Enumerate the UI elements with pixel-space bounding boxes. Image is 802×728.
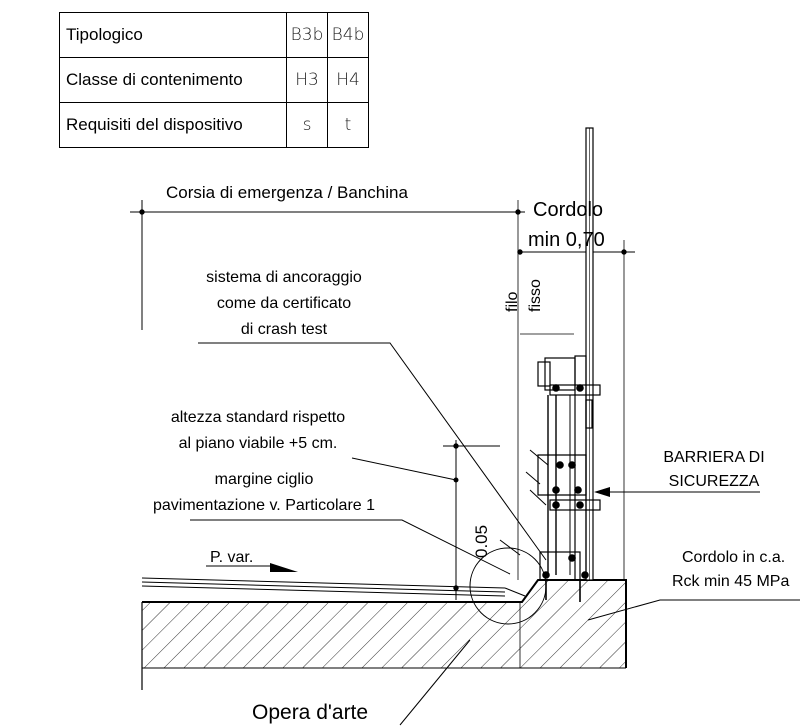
filo-label: filo xyxy=(504,291,521,312)
ancoraggio-line1: sistema di ancoraggio xyxy=(206,269,362,286)
altezza-line1: altezza standard rispetto xyxy=(171,409,345,426)
cordolo-title: Cordolo xyxy=(533,199,603,221)
ancoraggio-line2: come da certificato xyxy=(217,295,351,312)
cordolo-ca-line1: Cordolo in c.a. xyxy=(682,549,785,566)
cordolo-ca-line2: Rck min 45 MPa xyxy=(672,573,789,590)
dimension-lines xyxy=(130,200,635,600)
dimension-005: 0.05 xyxy=(472,525,491,558)
leader-lines xyxy=(190,342,800,726)
table-cell-label: Tipologico xyxy=(59,12,287,58)
table-row: Tipologico B3b B4b xyxy=(59,12,369,58)
altezza-line2: al piano viabile +5 cm. xyxy=(179,435,338,452)
table-cell-b3b: s xyxy=(286,102,328,148)
table-cell-b4b: H4 xyxy=(327,57,369,103)
corsia-label: Corsia di emergenza / Banchina xyxy=(166,183,408,202)
table-row: Requisiti del dispositivo s t xyxy=(59,102,369,148)
pavement-layers xyxy=(141,577,526,597)
pvar-arrow xyxy=(270,563,298,572)
opera-label: Opera d'arte xyxy=(252,701,368,724)
table-cell-label: Classe di contenimento xyxy=(59,57,287,103)
cordolo-min: min 0,70 xyxy=(528,229,605,251)
spec-table: Tipologico B3b B4b Classe di conteniment… xyxy=(59,12,369,148)
table-cell-label: Requisiti del dispositivo xyxy=(59,102,287,148)
margine-line2: pavimentazione v. Particolare 1 xyxy=(153,497,375,514)
table-row: Classe di contenimento H3 H4 xyxy=(59,57,369,103)
barriera-line1: BARRIERA DI xyxy=(663,449,764,466)
table-cell-b3b: B3b xyxy=(286,12,328,58)
pvar-label: P. var. xyxy=(210,549,253,566)
barrier-system xyxy=(525,127,601,602)
barriera-arrow xyxy=(594,487,610,497)
table-cell-b4b: t xyxy=(327,102,369,148)
ancoraggio-line3: di crash test xyxy=(241,321,328,338)
margine-line1: margine ciglio xyxy=(215,471,314,488)
concrete-structure xyxy=(141,579,627,690)
barriera-line2: SICUREZZA xyxy=(669,473,760,490)
fisso-label: fisso xyxy=(527,279,544,312)
